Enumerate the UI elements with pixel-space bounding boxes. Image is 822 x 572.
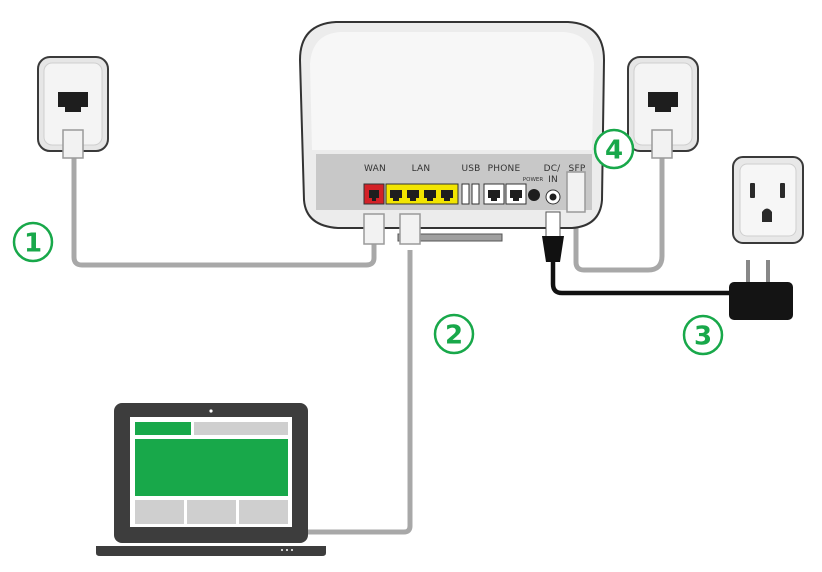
cable-lan-to-laptop [306,250,413,535]
svg-text:1: 1 [24,229,42,259]
laptop-camera [209,409,213,413]
step-marker-2: 2 [433,313,475,355]
router: WAN LAN USB PHONE DC/ IN POWER SFP [298,21,606,242]
dc-in-label-bottom: IN [548,175,558,185]
cable-sfp-to-fibre-socket [573,158,665,273]
wan-label: WAN [364,164,386,174]
step-marker-1: 1 [12,221,54,263]
lan-ports [385,183,459,205]
usb-ports [461,183,480,205]
svg-text:2: 2 [445,321,463,351]
router-stand [397,233,503,242]
dc-in-port [545,189,561,205]
step-marker-4: 4 [593,128,635,170]
power-label: POWER [523,177,544,183]
power-outlet [732,156,804,244]
phone-ports [483,183,527,205]
wall-socket-right [627,56,699,159]
power-button [528,189,540,201]
cable-power [550,262,730,296]
dc-in-label-top: DC/ [544,164,562,174]
lan-label: LAN [412,164,431,174]
phone-label: PHONE [488,164,521,174]
usb-label: USB [461,164,480,174]
step-marker-3: 3 [682,314,724,356]
lan-cable-plug [399,213,421,245]
sfp-plug [566,171,586,213]
laptop [96,403,326,556]
wan-cable-plug [363,213,385,245]
power-cable-plug [542,211,564,262]
power-adapter [729,260,793,320]
cable-wan-to-wall-socket [71,155,377,268]
wan-port [363,183,385,205]
sfp-label: SFP [569,164,586,174]
laptop-base [96,546,326,556]
wall-socket-left [37,56,109,159]
svg-text:3: 3 [694,322,712,352]
svg-text:4: 4 [605,136,623,166]
